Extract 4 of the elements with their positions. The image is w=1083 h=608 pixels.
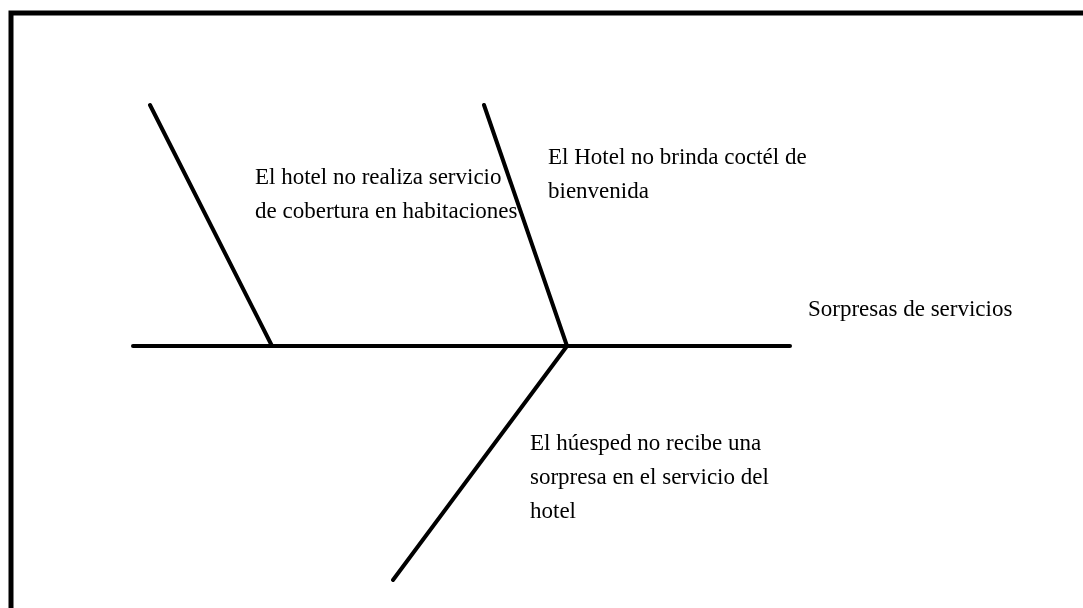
- effect-label: Sorpresas de servicios: [808, 295, 1014, 323]
- cause-label: El Hotel no brinda coctél de bienvenida: [548, 143, 808, 205]
- cause-label: El húesped no recibe una sorpresa en el servicio del hotel: [530, 429, 770, 525]
- cause-label: El hotel no realiza servicio de cobertura en habitaciones: [255, 163, 519, 225]
